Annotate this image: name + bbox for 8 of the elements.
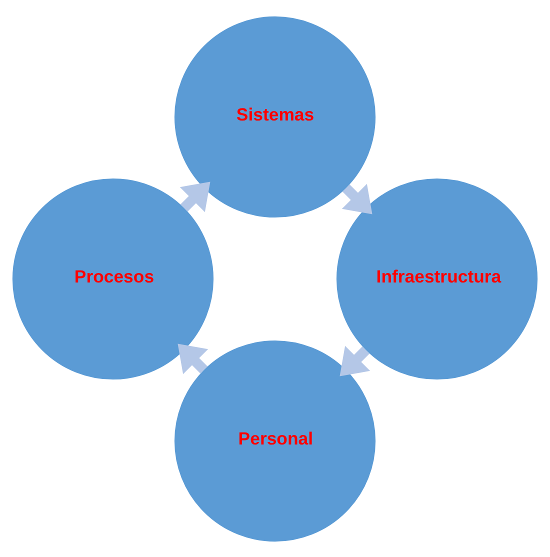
arrow xyxy=(180,181,210,212)
arrow xyxy=(340,345,370,376)
node-circle: Sistemas xyxy=(174,16,376,218)
node-circle: Personal xyxy=(174,340,376,542)
arrow xyxy=(178,343,208,374)
arrow xyxy=(342,183,372,214)
node-circle: Infraestructura xyxy=(336,178,538,380)
node-circle: Procesos xyxy=(12,178,214,380)
